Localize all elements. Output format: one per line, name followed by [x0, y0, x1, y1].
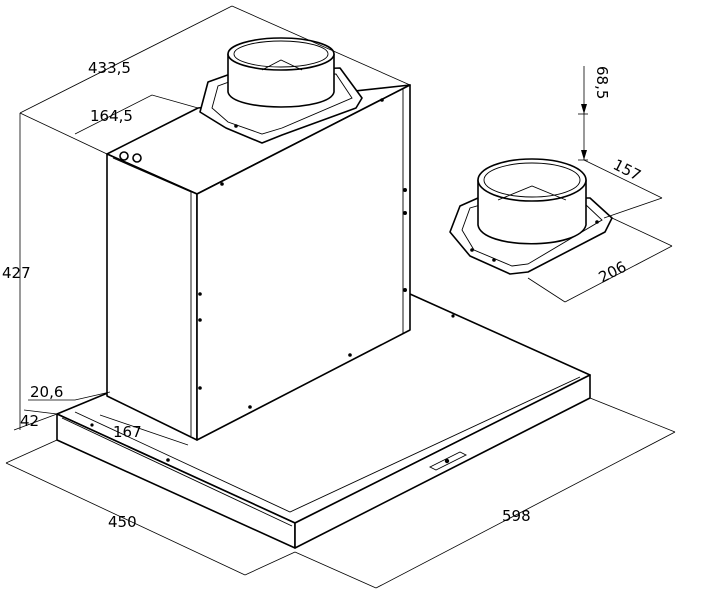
dim-depth: 450	[108, 513, 137, 531]
dim-flange-side: 157	[610, 156, 644, 185]
dim-chimney-front: 167	[113, 423, 142, 441]
exhaust-outlet-collar	[199, 37, 363, 144]
dim-flange-height: 68,5	[593, 66, 611, 99]
dim-top-depth: 433,5	[88, 59, 131, 77]
dim-flange-width: 206	[596, 258, 630, 287]
dim-step: 20,6	[30, 383, 63, 401]
dimension-labels: 433,5 164,5 427 20,6 42 167 450 598 68,5…	[2, 59, 644, 531]
outlet-flange-detail	[449, 158, 613, 275]
control-panel-icon	[428, 451, 468, 471]
dim-top-offset: 164,5	[90, 107, 133, 125]
dimension-lines	[5, 5, 676, 589]
dim-base-thickness: 42	[20, 412, 39, 430]
canopy-base	[56, 293, 591, 549]
dim-height: 427	[2, 264, 31, 282]
dim-width: 598	[502, 507, 531, 525]
